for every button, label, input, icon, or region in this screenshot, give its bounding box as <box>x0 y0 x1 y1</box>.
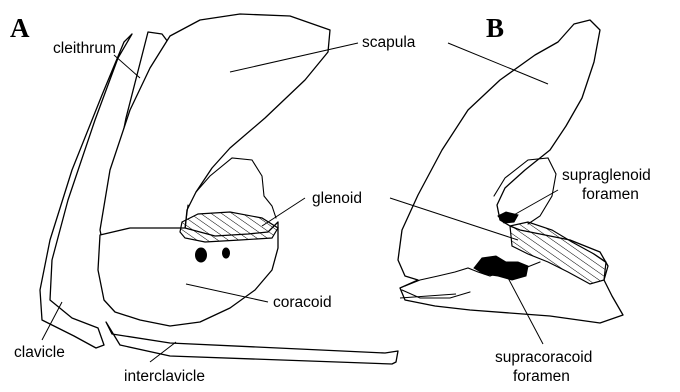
label-supracoracoid-2: foramen <box>513 368 570 385</box>
label-supracoracoid-1: supracoracoid <box>495 349 592 366</box>
label-cleithrum: cleithrum <box>53 40 116 57</box>
label-scapula: scapula <box>362 34 416 51</box>
panel-a: A cleithrum scapula glenoid coracoid cla <box>10 13 416 385</box>
panel-b-letter: B <box>486 13 504 43</box>
label-coracoid: coracoid <box>273 294 332 311</box>
label-glenoid: glenoid <box>312 190 362 207</box>
coracoid-foramen-2 <box>223 248 230 258</box>
leader-cleithrum <box>114 55 140 78</box>
label-interclavicle: interclavicle <box>124 368 205 385</box>
panel-a-letter: A <box>10 13 30 43</box>
label-supraglenoid-1: supraglenoid <box>562 167 651 184</box>
interclavicle-bone <box>106 322 398 364</box>
leader-supraglenoid <box>512 190 558 216</box>
label-clavicle: clavicle <box>14 344 65 361</box>
label-supraglenoid-2: foramen <box>582 186 639 203</box>
glenoid-surface-a <box>180 212 278 242</box>
coracoid-foramen-1 <box>196 248 207 262</box>
panel-b: B supraglenoid foramen supracoracoid for… <box>390 13 651 385</box>
